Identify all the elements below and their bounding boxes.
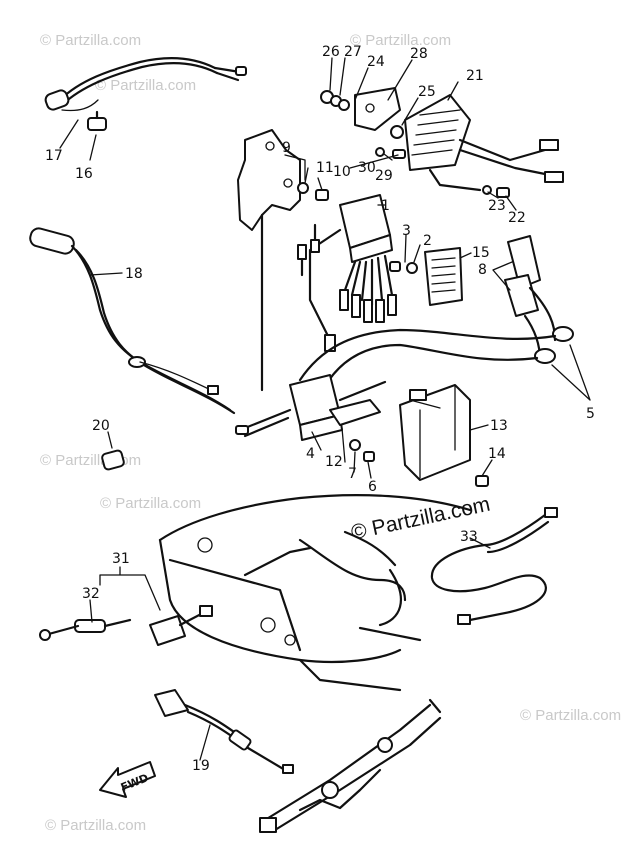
cdi-unit-1	[297, 194, 397, 352]
callout-29: 29	[375, 168, 393, 184]
washer-2	[406, 262, 418, 274]
wire-33	[430, 507, 558, 625]
callout-28: 28	[410, 46, 428, 62]
callout-8: 8	[478, 262, 487, 278]
sensor-16	[87, 110, 107, 131]
callout-3: 3	[402, 223, 411, 239]
callout-18: 18	[125, 266, 143, 282]
sleeve-20	[101, 449, 125, 471]
callout-4: 4	[306, 446, 315, 462]
bolt-29	[392, 149, 406, 159]
callout-27: 27	[344, 44, 362, 60]
callout-32: 32	[82, 586, 100, 602]
switch-31	[149, 605, 213, 646]
bolt-10	[315, 189, 329, 201]
washer-7	[349, 439, 361, 451]
ignition-coil-4	[235, 374, 387, 441]
leader-lines	[59, 57, 591, 761]
callout-30: 30	[358, 160, 376, 176]
callout-20: 20	[92, 418, 110, 434]
bolt-22	[496, 187, 510, 198]
callout-10: 10	[333, 164, 351, 180]
tiller-bracket	[259, 698, 442, 833]
callout-6: 6	[368, 479, 377, 495]
callout-bracket-31	[99, 566, 161, 611]
callout-24: 24	[367, 54, 385, 70]
callout-17: 17	[45, 148, 63, 164]
watermark-text: © Partzilla.com	[45, 817, 146, 834]
watermark-text: © Partzilla.com	[95, 77, 196, 94]
terminal-block-15	[424, 247, 463, 306]
callout-33: 33	[460, 529, 478, 545]
callout-5: 5	[586, 406, 595, 422]
callout-9: 9	[282, 140, 291, 156]
bracket-9	[237, 129, 301, 392]
high-tension-leads-5	[298, 326, 574, 397]
watermarks: © Partzilla.com © Partzilla.com © Partzi…	[40, 32, 621, 834]
callout-25: 25	[418, 84, 436, 100]
washer-28	[338, 99, 350, 111]
cable-19	[154, 689, 294, 774]
callout-15: 15	[472, 245, 490, 261]
callout-1: 1	[381, 198, 390, 214]
fwd-arrow-icon: FWD	[99, 761, 156, 798]
callout-23: 23	[488, 198, 506, 214]
lead-wire-17	[44, 57, 247, 112]
washer-25	[390, 125, 404, 139]
callout-14: 14	[488, 446, 506, 462]
bracket-12	[329, 399, 381, 426]
engine-cowling	[158, 494, 472, 692]
callout-19: 19	[192, 758, 210, 774]
lead-wire-18	[29, 227, 236, 415]
callout-labels: 1 2 3 4 5 6 7 8 9 10 11 12 13 14 15 16 1…	[45, 44, 595, 774]
callout-31: 31	[112, 551, 130, 567]
callout-13: 13	[490, 418, 508, 434]
callout-21: 21	[466, 68, 484, 84]
watermark-text: © Partzilla.com	[100, 495, 201, 512]
plug-cap-8	[504, 235, 557, 362]
callout-26: 26	[322, 44, 340, 60]
watermark-text: © Partzilla.com	[520, 707, 621, 724]
callout-22: 22	[508, 210, 526, 226]
washer-30	[375, 147, 385, 157]
watermark-text: © Partzilla.com	[40, 32, 141, 49]
callout-11: 11	[316, 160, 334, 176]
spring-32	[39, 618, 132, 641]
watermark-text: © Partzilla.com	[40, 452, 141, 469]
callout-16: 16	[75, 166, 93, 182]
bracket-24	[354, 87, 401, 131]
cowling-harness	[243, 530, 422, 642]
box-13	[399, 384, 471, 481]
washer-11	[297, 182, 309, 194]
bolt-3	[389, 261, 401, 272]
bolt-14	[475, 475, 489, 487]
bolt-6	[363, 451, 375, 462]
callout-7: 7	[348, 466, 357, 482]
callout-12: 12	[325, 454, 343, 470]
rectifier-21	[404, 94, 564, 192]
watermark-text: © Partzilla.com	[350, 32, 451, 49]
callout-2: 2	[423, 233, 432, 249]
